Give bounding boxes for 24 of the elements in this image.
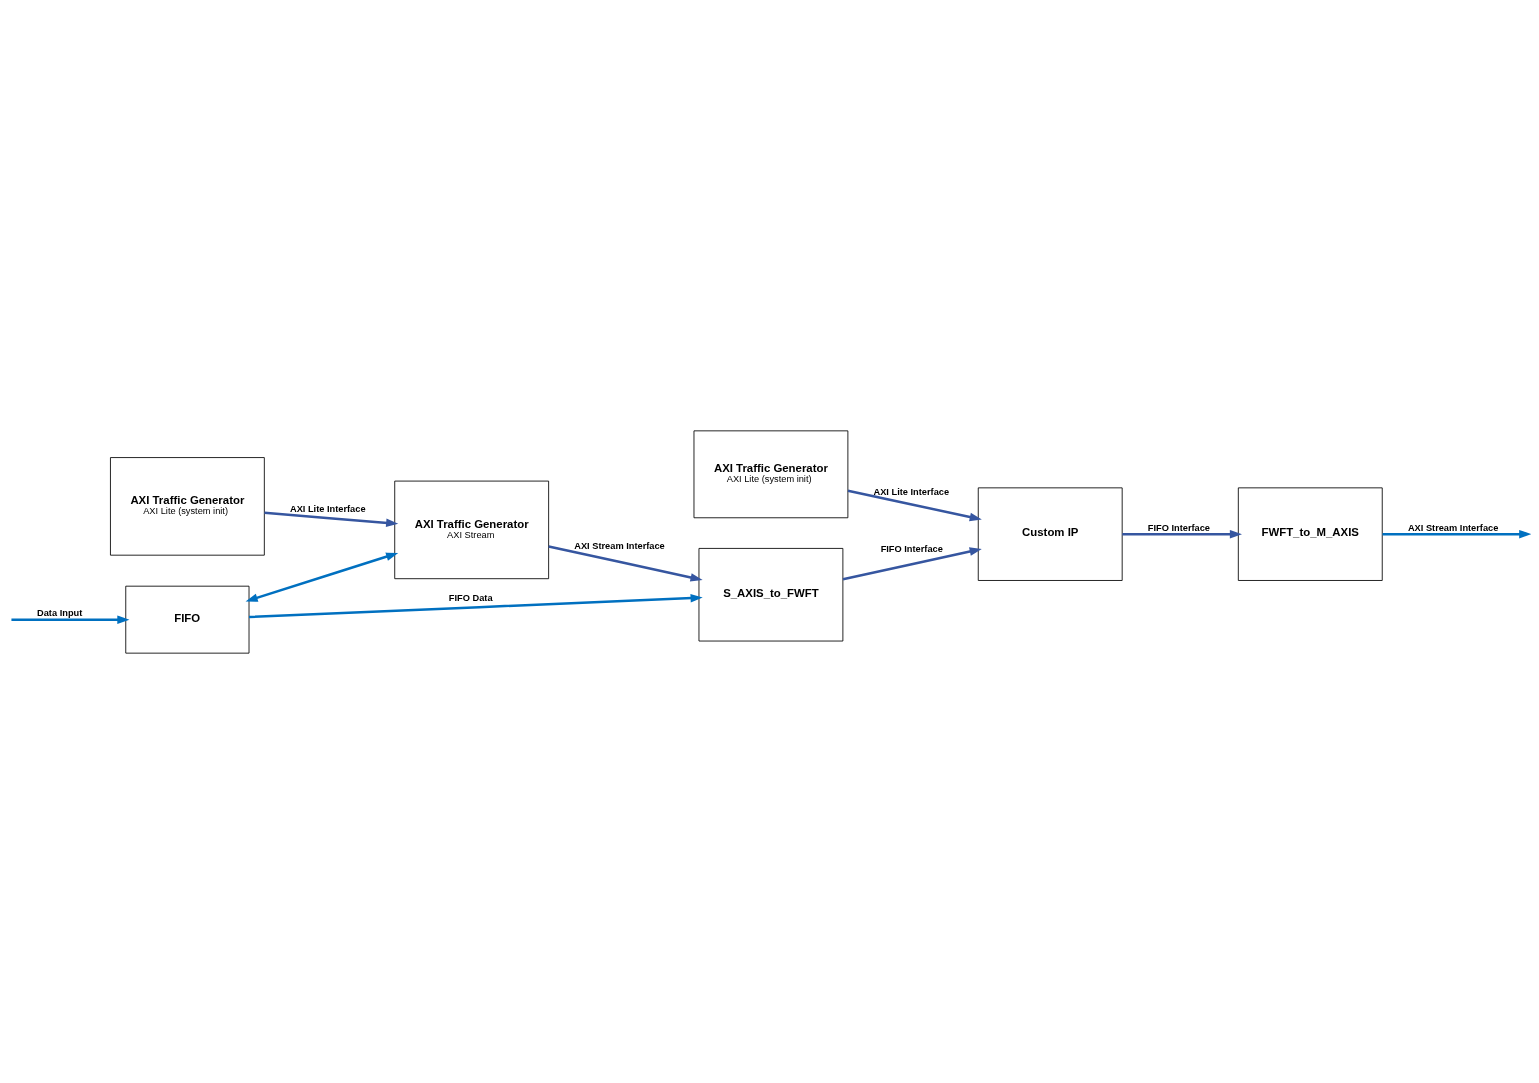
edge-label: AXI Lite Interface (873, 486, 950, 497)
arrow (248, 593, 703, 618)
arrow (245, 552, 399, 602)
edge-label: FIFO Data (448, 592, 493, 603)
node-box: FIFO (125, 585, 250, 654)
edge-label: FIFO Interface (1147, 522, 1211, 533)
arrow (11, 614, 130, 624)
node-box: AXI Traffic Generator AXI Lite (system init) (693, 429, 849, 518)
node-box: AXI Traffic Generator AXI Stream (394, 480, 550, 579)
edge-label: FIFO Interface (880, 543, 943, 554)
node-box: S_AXIS_to_FWFT (698, 547, 844, 641)
edge-label: Data Input (37, 607, 83, 618)
edge-label: AXI Stream Interface (1407, 522, 1499, 533)
arrow (264, 510, 399, 527)
arrow (1122, 529, 1242, 538)
arrow (842, 546, 982, 580)
node-box: FWFT_to_M_AXIS (1237, 486, 1383, 581)
arrow (548, 544, 703, 582)
node-box: AXI Traffic Generator AXI Lite (system init) (110, 456, 265, 556)
edge-label: AXI Lite Interface (289, 503, 366, 514)
arrow (847, 489, 982, 521)
arrow (1382, 529, 1531, 538)
node-box: Custom IP (977, 486, 1123, 581)
edge-label: AXI Stream Interface (574, 540, 665, 551)
